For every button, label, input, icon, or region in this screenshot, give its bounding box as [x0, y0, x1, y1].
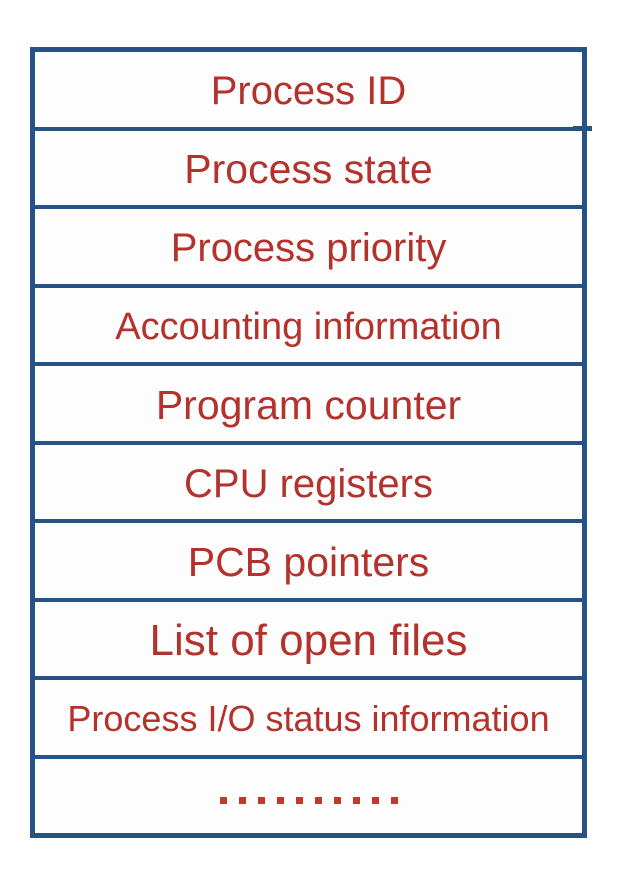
pcb-row-label: Process state — [184, 146, 433, 193]
ellipsis-dot — [333, 796, 341, 804]
pcb-row: Program counter — [35, 362, 582, 441]
pcb-row-ellipsis — [35, 754, 582, 834]
ellipsis-dot — [295, 796, 303, 804]
pcb-row-label: PCB pointers — [187, 538, 430, 585]
pcb-row: List of open files — [35, 597, 582, 677]
pcb-row: PCB pointers — [35, 519, 582, 598]
pcb-row: Accounting information — [35, 283, 582, 363]
ellipsis-dot — [219, 796, 227, 804]
pcb-row-label: List of open files — [149, 615, 468, 665]
ellipsis-dot — [352, 796, 360, 804]
ellipsis-dot — [238, 796, 246, 804]
ellipsis-dot — [257, 796, 265, 804]
pcb-row: Process I/O status information — [35, 676, 582, 755]
pcb-row-label: CPU registers — [184, 461, 433, 506]
pcb-row-label: Process I/O status information — [67, 698, 550, 740]
divider-overshoot-tick — [573, 126, 592, 131]
pcb-row: CPU registers — [35, 440, 582, 520]
ellipsis-dot — [371, 796, 379, 804]
pcb-row: Process state — [35, 126, 582, 206]
pcb-row-label: Accounting information — [115, 305, 502, 348]
ellipsis-dot — [390, 796, 398, 804]
pcb-row-label: Program counter — [155, 381, 462, 428]
ellipsis-dot — [276, 796, 284, 804]
pcb-row-label: Process priority — [170, 226, 447, 271]
pcb-row: Process ID — [35, 52, 582, 127]
pcb-row: Process priority — [35, 205, 582, 284]
pcb-row-label: Process ID — [210, 69, 407, 114]
ellipsis-dot — [314, 796, 322, 804]
